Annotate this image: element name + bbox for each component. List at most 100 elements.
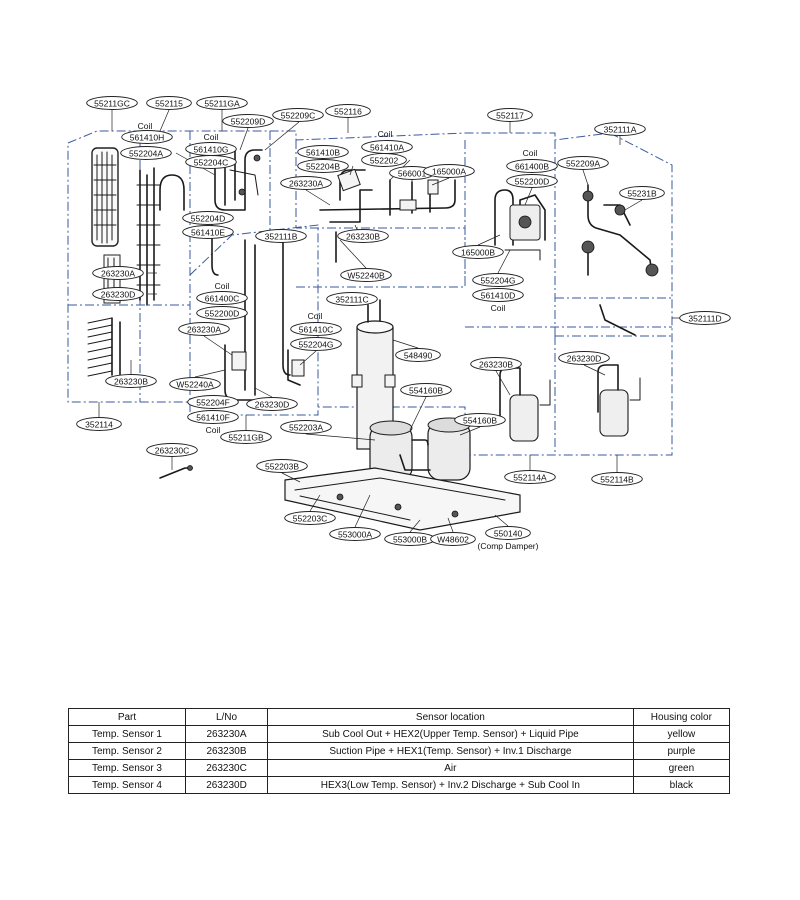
callout-label: 263230A bbox=[101, 269, 135, 279]
diagram-note: Coil bbox=[206, 425, 221, 435]
callout-oval bbox=[196, 306, 248, 320]
callout-oval bbox=[297, 145, 349, 159]
pipe-assembly-55211GB bbox=[224, 239, 305, 401]
callout-oval bbox=[506, 159, 558, 173]
diagram-note: Coil bbox=[308, 311, 323, 321]
callout-oval bbox=[591, 472, 643, 486]
callout-oval bbox=[196, 96, 248, 110]
callout-oval bbox=[284, 511, 336, 525]
callout-oval bbox=[222, 114, 274, 128]
part-callout: 55211GA bbox=[196, 96, 248, 110]
callout-leader-lines bbox=[98, 109, 683, 533]
callout-label: 552202 bbox=[370, 156, 399, 166]
sensor-table: Part L/No Sensor location Housing color … bbox=[68, 708, 731, 794]
part-callout: 554160B bbox=[454, 413, 506, 427]
part-callout: 552204G bbox=[290, 337, 342, 351]
callout-oval bbox=[594, 122, 646, 136]
part-callout: 263230C bbox=[146, 443, 198, 457]
callout-oval bbox=[400, 383, 452, 397]
callout-label: 552204C bbox=[194, 158, 229, 168]
part-callout: 263230B bbox=[337, 229, 389, 243]
callout-label: 165000A bbox=[432, 167, 466, 177]
callout-label: 552209C bbox=[281, 111, 316, 121]
part-callout: 561410A bbox=[361, 140, 413, 154]
part-callout: 263230D bbox=[92, 287, 144, 301]
callout-label: 552114B bbox=[600, 475, 634, 485]
cell-housing-color: green bbox=[632, 759, 731, 777]
part-callout: 263230D bbox=[246, 397, 298, 411]
callout-oval bbox=[121, 130, 173, 144]
diagram-note: Coil bbox=[491, 303, 506, 313]
callout-label: 552203C bbox=[293, 514, 328, 524]
callout-label: 561410E bbox=[191, 228, 225, 238]
pipe-assembly-552117 bbox=[494, 189, 546, 261]
callout-label: 352111A bbox=[604, 125, 637, 135]
part-callout: 552203A bbox=[280, 420, 332, 434]
callout-oval bbox=[256, 459, 308, 473]
callout-oval bbox=[340, 268, 392, 282]
callout-label: 263230A bbox=[289, 179, 323, 189]
part-callout: 561410C bbox=[290, 322, 342, 336]
part-callout: 165000B bbox=[452, 245, 504, 259]
part-callout: 561410E bbox=[182, 225, 234, 239]
callout-oval bbox=[325, 104, 371, 118]
header-housing-color: Housing color bbox=[632, 708, 731, 726]
callout-label: 552204A bbox=[129, 149, 163, 159]
callout-label: 263230D bbox=[255, 400, 290, 410]
callout-oval bbox=[255, 229, 307, 243]
callout-label: 561410C bbox=[299, 325, 334, 335]
table-row: Temp. Sensor 1 263230A Sub Cool Out + HE… bbox=[68, 725, 731, 743]
callout-oval bbox=[326, 292, 378, 306]
sensor-table-header-row: Part L/No Sensor location Housing color bbox=[68, 708, 731, 726]
callout-label: 552200D bbox=[205, 309, 240, 319]
callout-label: 561410G bbox=[194, 145, 229, 155]
callout-label: 561410F bbox=[196, 413, 230, 423]
callout-label: 552204G bbox=[481, 276, 516, 286]
callout-label: 352111D bbox=[688, 314, 721, 324]
callout-oval bbox=[76, 417, 122, 431]
callout-label: 661400B bbox=[515, 162, 549, 172]
part-callout: 552204F bbox=[187, 395, 239, 409]
callout-oval bbox=[146, 96, 192, 110]
callout-label: 552209A bbox=[566, 159, 600, 169]
diagram-note: Coil bbox=[204, 132, 219, 142]
callout-label: 263230A bbox=[187, 325, 221, 335]
callout-oval bbox=[280, 420, 332, 434]
callout-oval bbox=[92, 287, 144, 301]
callout-oval bbox=[169, 377, 221, 391]
cell-sensor-location: Air bbox=[267, 759, 634, 777]
callout-label: 263230D bbox=[567, 354, 602, 364]
callout-label: 352111C bbox=[335, 295, 368, 305]
part-callout: 352111C bbox=[326, 292, 378, 306]
callout-label: W48602 bbox=[437, 535, 469, 545]
callout-oval bbox=[504, 470, 556, 484]
callout-oval bbox=[470, 357, 522, 371]
cell-part: Temp. Sensor 3 bbox=[68, 759, 186, 777]
part-callout: 55231B bbox=[619, 186, 665, 200]
callout-label: 552200D bbox=[515, 177, 550, 187]
part-callout: 552204B bbox=[297, 159, 349, 173]
part-callout: 552117 bbox=[487, 108, 533, 122]
diagram-note: (Comp Damper) bbox=[478, 541, 539, 551]
callout-oval bbox=[337, 229, 389, 243]
part-callout: 552203B bbox=[256, 459, 308, 473]
callout-oval bbox=[329, 527, 381, 541]
part-callout: 552116 bbox=[325, 104, 371, 118]
callout-label: 561410B bbox=[306, 148, 340, 158]
part-callout: 550140 bbox=[485, 526, 531, 540]
callout-label: 566001 bbox=[398, 169, 427, 179]
callout-oval bbox=[246, 397, 298, 411]
callout-oval bbox=[430, 532, 476, 546]
callout-label: 553000B bbox=[393, 535, 427, 545]
table-row: Temp. Sensor 4 263230D HEX3(Low Temp. Se… bbox=[68, 776, 731, 794]
callout-label: 552203A bbox=[289, 423, 323, 433]
part-callout: 552209C bbox=[272, 108, 324, 122]
callout-oval bbox=[423, 164, 475, 178]
part-callout: 552204G bbox=[472, 273, 524, 287]
header-line-no: L/No bbox=[184, 708, 269, 726]
diagram-note: Coil bbox=[523, 148, 538, 158]
cell-line-no: 263230D bbox=[184, 776, 269, 794]
callout-oval bbox=[290, 322, 342, 336]
part-callout: 553000B bbox=[384, 532, 436, 546]
